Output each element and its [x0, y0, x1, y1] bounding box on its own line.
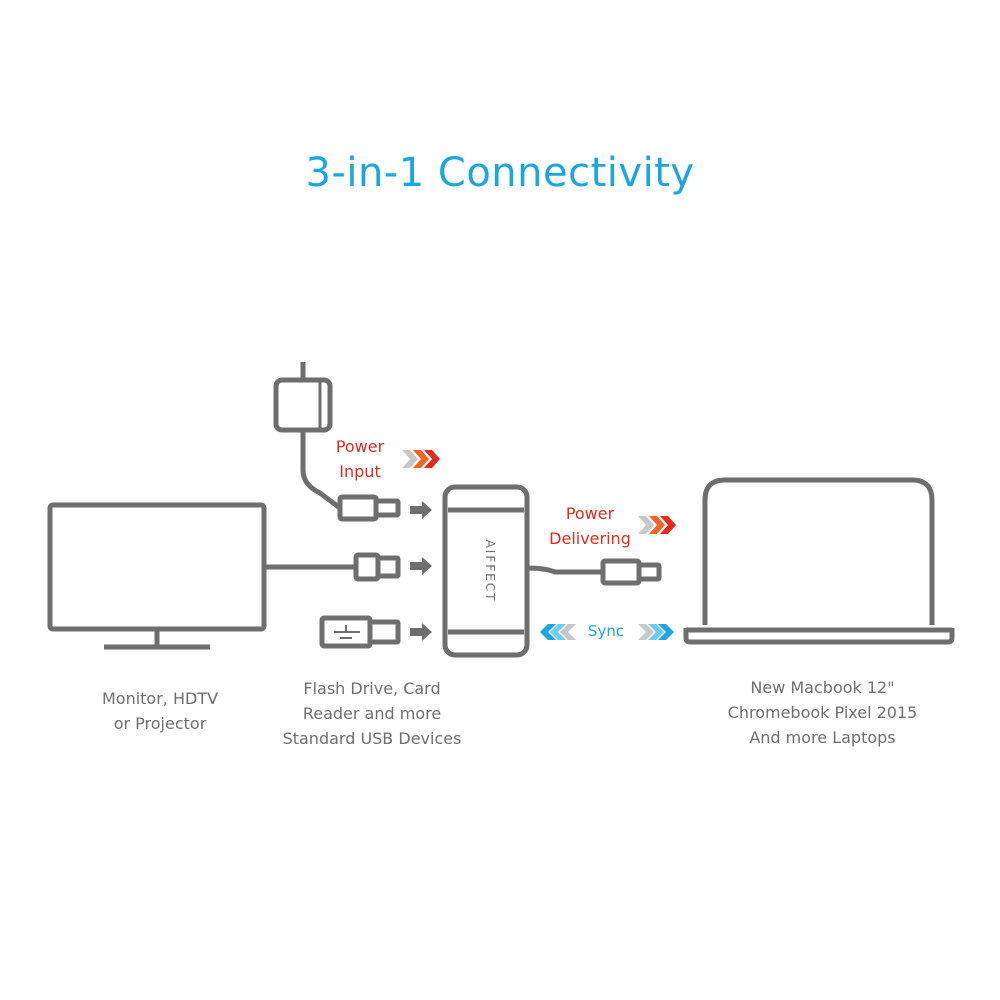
power-input-chevrons-icon: [402, 450, 440, 468]
power-plug-icon: [337, 494, 401, 522]
usb-devices-label: Flash Drive, Card Reader and more Standa…: [282, 679, 462, 748]
sync-left-chevrons-icon: [540, 624, 576, 640]
laptop-cable: [526, 565, 603, 575]
input-arrows: [410, 501, 432, 641]
sync-label: Sync: [587, 622, 625, 640]
power-delivering-chevrons-icon: [638, 516, 676, 534]
sync-right-chevrons-icon: [638, 624, 674, 640]
usb-drive-icon: [319, 615, 401, 649]
laptop-icon: [683, 477, 955, 645]
power-adapter-icon: [273, 362, 342, 510]
monitor-label: Monitor, HDTV or Projector: [101, 689, 219, 733]
hub-icon: [442, 484, 530, 658]
page-title: 3-in-1 Connectivity: [305, 150, 695, 196]
monitor-icon: [47, 502, 267, 650]
power-delivering-label: Power Delivering: [549, 504, 631, 548]
hdmi-plug-icon: [353, 552, 401, 582]
laptop-label: New Macbook 12" Chromebook Pixel 2015 An…: [727, 678, 918, 747]
power-input-label: Power Input: [335, 437, 385, 481]
hub-brand: AIFFECT: [483, 540, 497, 603]
laptop-plug-icon: [600, 558, 662, 586]
